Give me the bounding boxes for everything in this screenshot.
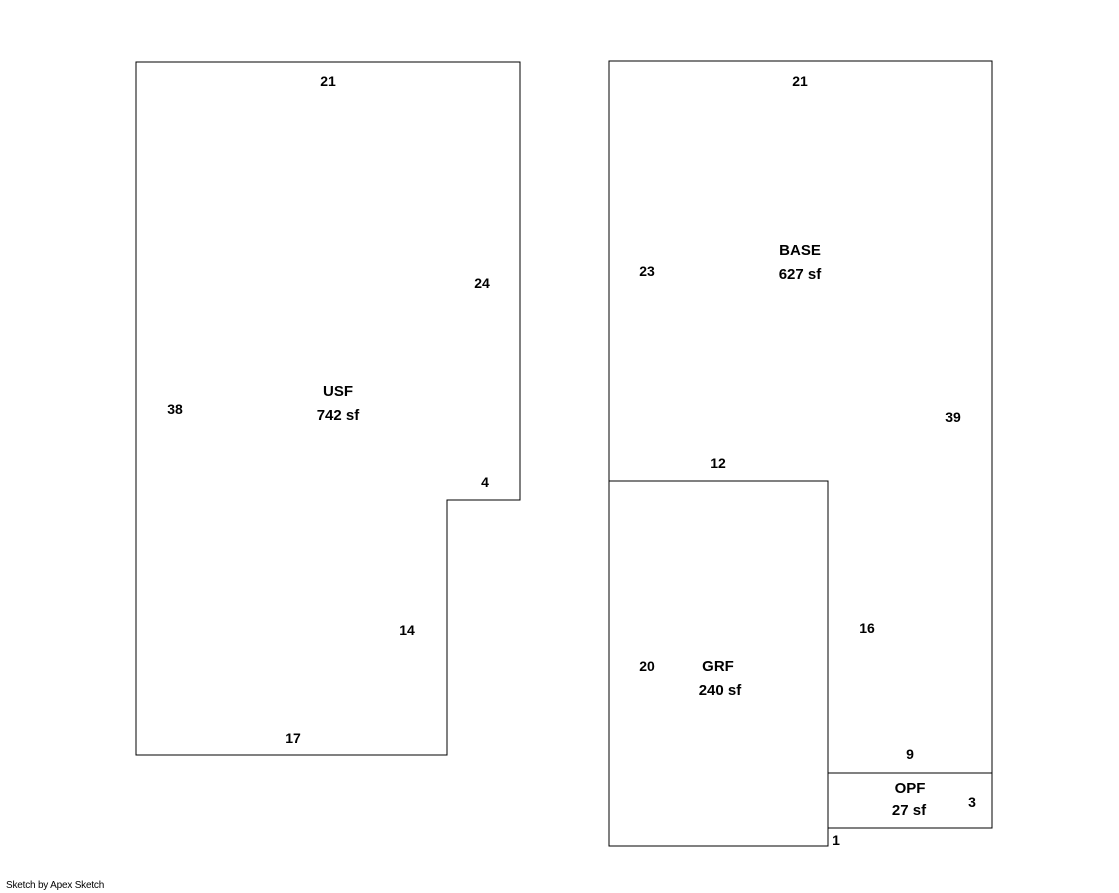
usf-dim-right-lower: 14 [399,622,415,638]
grf-area-name: GRF [702,658,734,675]
usf-area-name: USF [323,383,353,400]
grf-outline [608,480,829,847]
usf-dim-top: 21 [320,73,336,89]
base-dim-grf-top: 12 [710,455,726,471]
opf-area-name: OPF [895,780,926,797]
base-area-size: 627 sf [779,266,823,283]
opf-dim-right: 3 [968,794,976,810]
base-dim-grf-side: 16 [859,620,875,636]
grf-area-size: 240 sf [699,682,743,699]
opf-dim-gap: 1 [832,832,840,848]
usf-dim-bottom: 17 [285,730,301,746]
base-dim-left: 23 [639,263,655,279]
usf-dim-right-upper: 24 [474,275,490,291]
base-outline [608,60,993,774]
usf-outline [135,61,521,756]
base-dim-top: 21 [792,73,808,89]
opf-outline [827,772,993,829]
usf-area-size: 742 sf [317,407,361,424]
base-dim-right: 39 [945,409,961,425]
base-dim-opf-top: 9 [906,746,914,762]
usf-dim-left: 38 [167,401,183,417]
base-area-name: BASE [779,242,821,259]
usf-dim-notch: 4 [481,474,489,490]
grf-dim-left: 20 [639,658,655,674]
opf-area-size: 27 sf [892,802,927,819]
sketch-credit: Sketch by Apex Sketch [6,880,105,891]
